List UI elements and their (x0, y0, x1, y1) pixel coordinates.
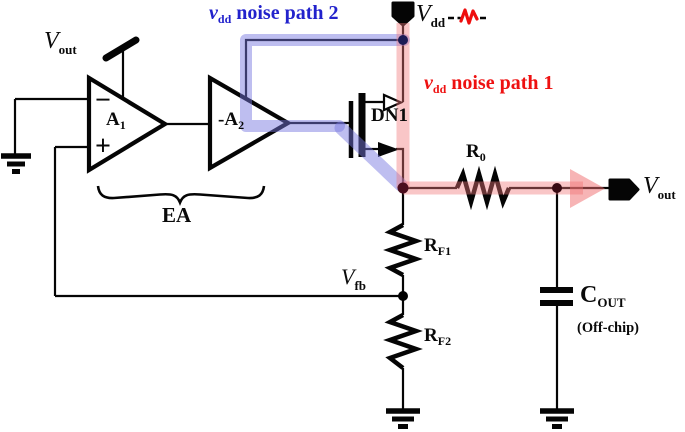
rf2-label: RF2 (424, 325, 452, 348)
dn1-label: DN1 (371, 105, 408, 126)
vout-top-label: Vout (44, 28, 77, 57)
ground-cout-icon (540, 408, 574, 429)
wire-source-to-node (396, 147, 405, 188)
noise-path-1-label: vdd noise path 1 (424, 72, 554, 96)
opamp-a2 (207, 74, 293, 172)
node-ldo-output (397, 182, 409, 194)
noise-path-2-band (240, 34, 410, 192)
rf1-label: RF1 (424, 235, 452, 258)
a1-minus-input-label: − (95, 85, 111, 116)
node-cout-junction (552, 183, 562, 193)
a1-plus-input-label: + (95, 131, 111, 162)
resistor-rf2 (383, 313, 423, 370)
noise-path-1-band (396, 23, 605, 208)
vfb-label: Vfb (341, 264, 367, 293)
vout-pad-icon (608, 178, 640, 201)
cout-label: COUT (580, 282, 626, 310)
a2-label: -A2 (218, 109, 245, 132)
a1-label: A1 (106, 109, 126, 132)
node-vdd (398, 35, 408, 45)
vdd-pad-icon (391, 1, 415, 27)
wire-vdd-to-a2-supply (244, 38, 403, 100)
ground-rf2-icon (386, 408, 420, 429)
r0-label: R0 (466, 141, 486, 164)
resistor-r0 (454, 165, 512, 211)
noise-path-1-arrow-icon (570, 169, 605, 208)
vout-supply-tick-icon (102, 36, 140, 62)
vdd-noise-squiggle-icon (448, 8, 486, 25)
resistor-rf1 (383, 223, 423, 277)
dn1-drain-arrow-icon (382, 93, 404, 112)
capacitor-cout (540, 287, 573, 306)
mosfet-dn1 (348, 93, 404, 158)
ea-label: EA (162, 203, 192, 227)
cout-offchip-note: (Off-chip) (577, 320, 640, 336)
node-vfb (398, 291, 408, 301)
ea-brace-icon (96, 185, 266, 206)
vout-right-label: Vout (643, 173, 676, 202)
noise-path-2-label: vdd noise path 2 (209, 2, 339, 26)
wires (13, 24, 612, 411)
dn1-source-arrow-icon (378, 142, 399, 157)
opamp-a1 (86, 74, 170, 174)
ground-left-icon (1, 153, 31, 174)
vdd-label: Vdd (416, 1, 446, 30)
